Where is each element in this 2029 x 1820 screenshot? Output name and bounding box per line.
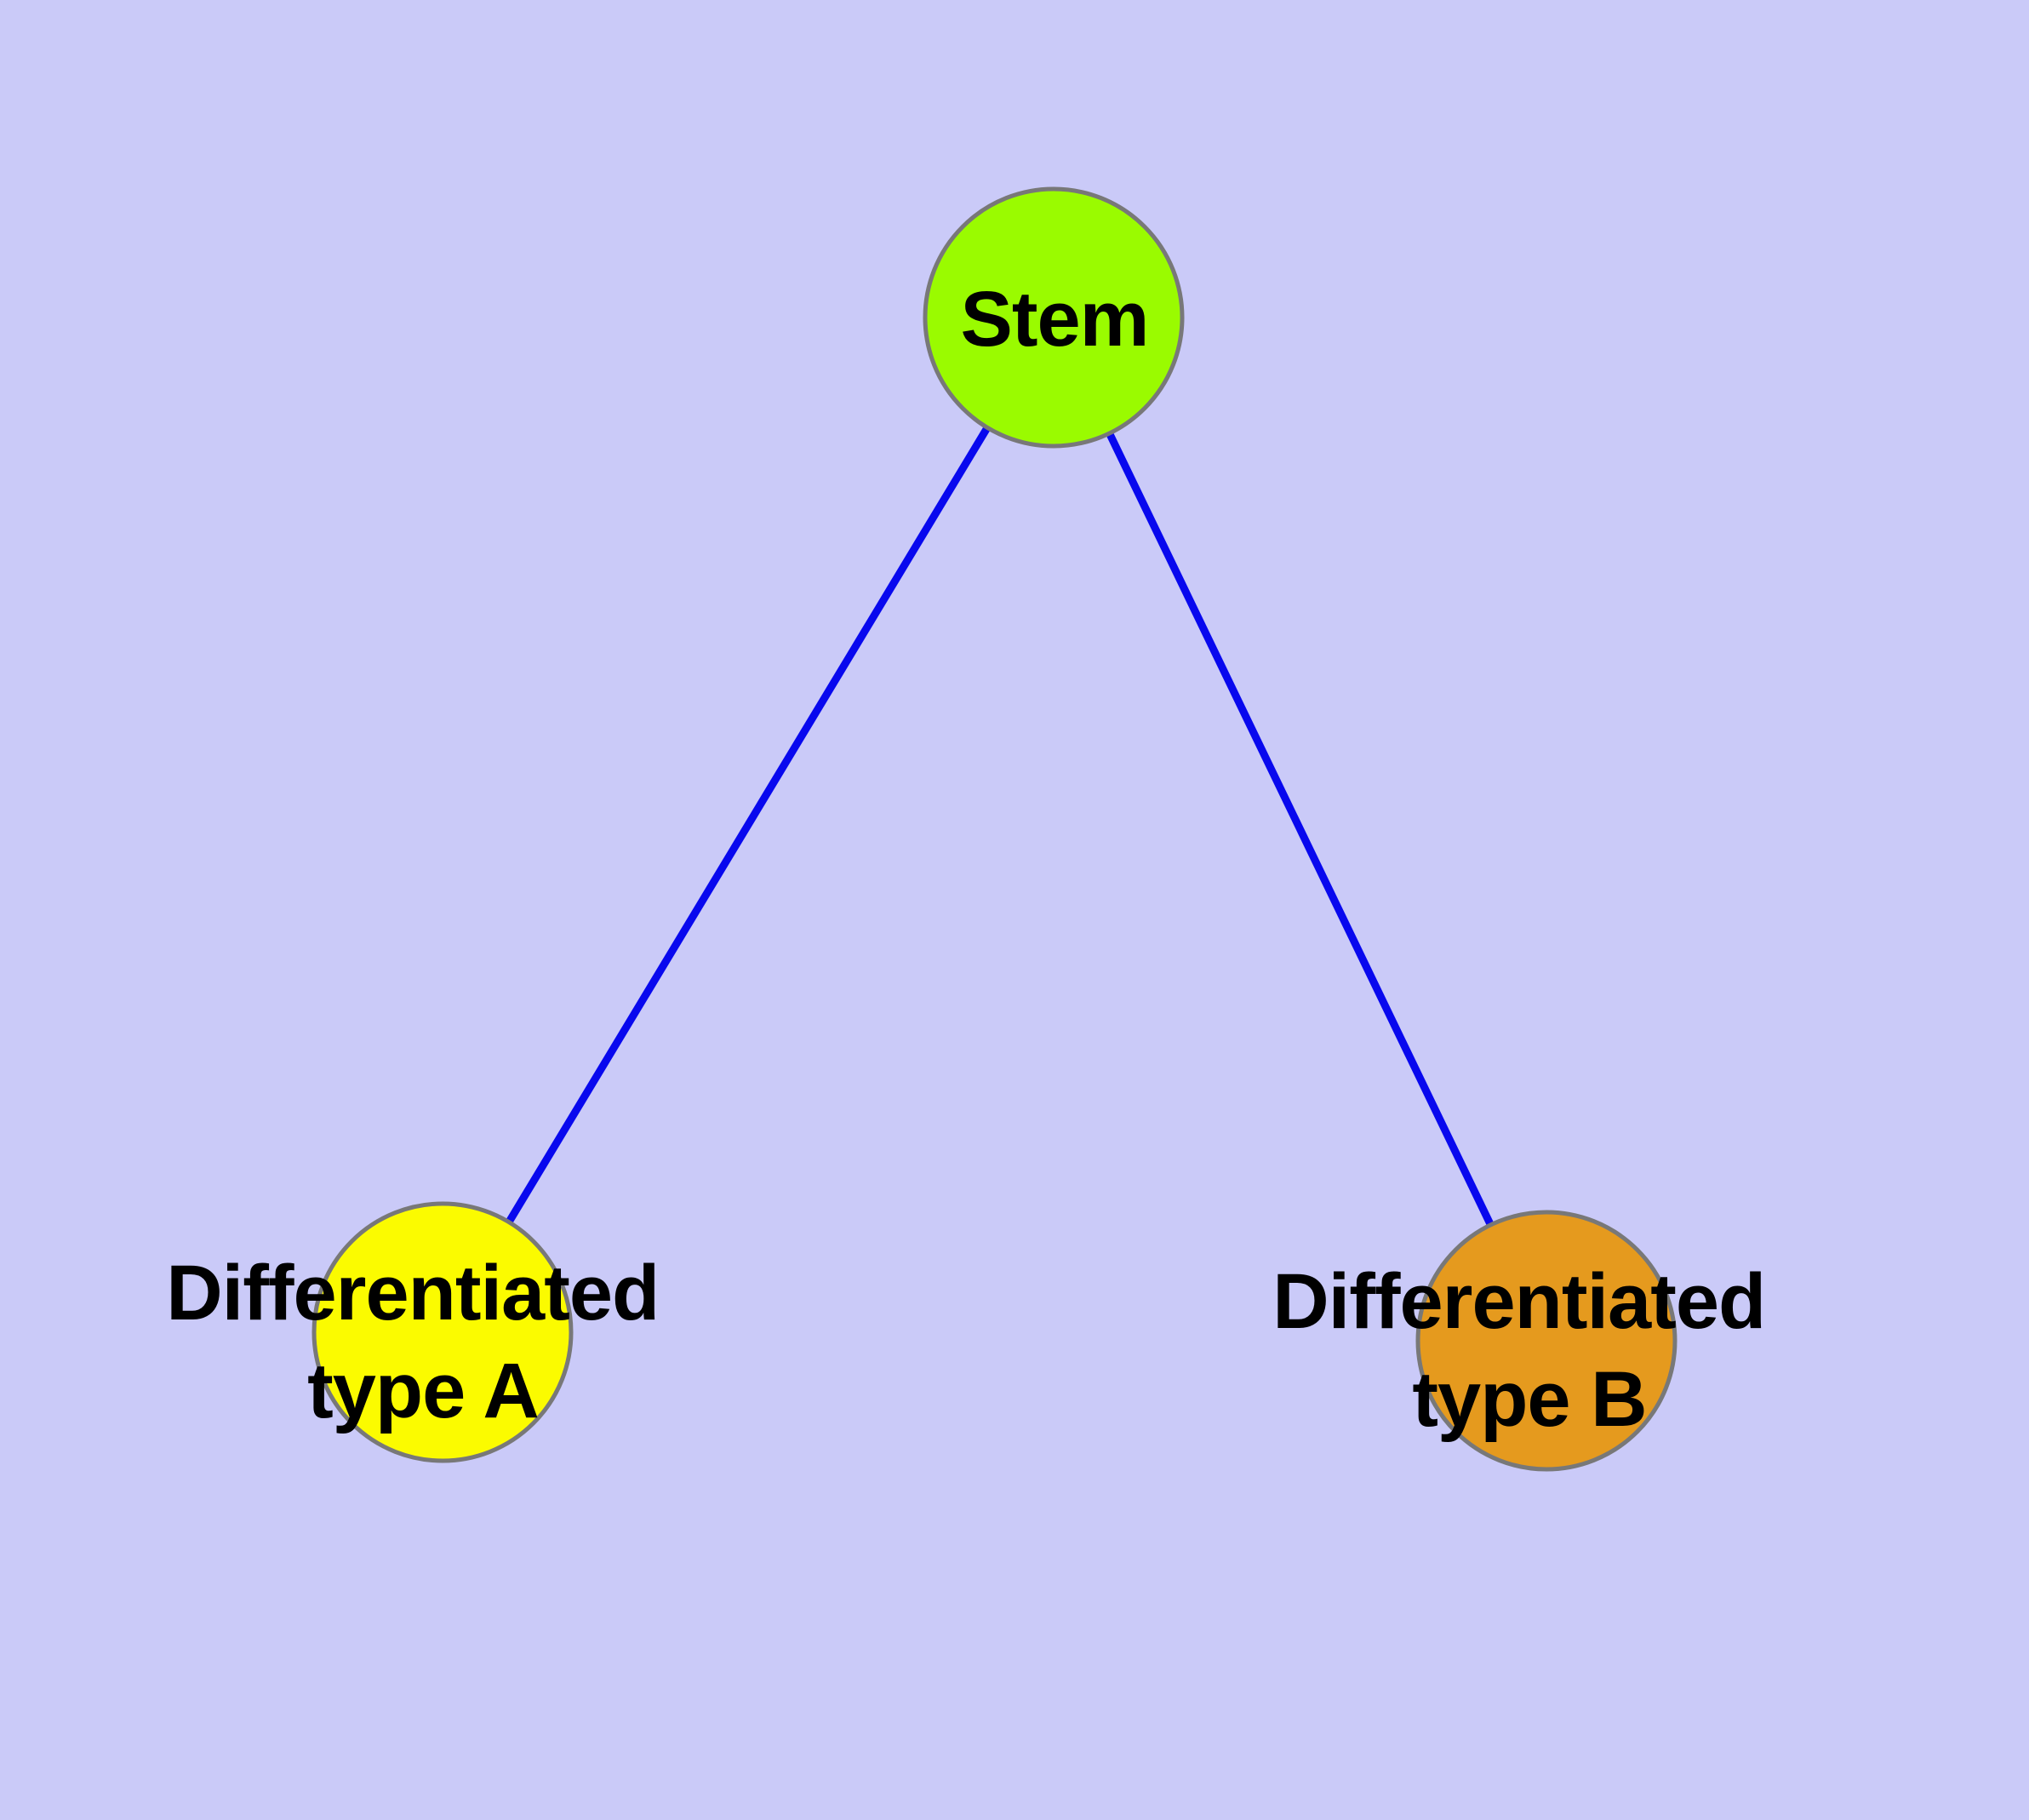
edge-stem-to-type-b: [1049, 316, 1551, 1342]
edge-stem-to-type-a: [439, 315, 1057, 1335]
node-stem-label: Stem: [961, 276, 1149, 363]
node-differentiated-type-b: Differentiated type B: [1272, 1210, 1786, 1472]
node-type-a-label: Differentiated type A: [166, 1250, 680, 1434]
node-type-a-circle: [311, 1201, 574, 1463]
node-differentiated-type-a: Differentiated type A: [166, 1201, 680, 1463]
node-type-b-label: Differentiated type B: [1272, 1258, 1786, 1443]
node-stem-circle: [923, 186, 1185, 449]
node-stem: Stem: [923, 186, 1185, 449]
node-type-b-circle: [1415, 1210, 1677, 1472]
